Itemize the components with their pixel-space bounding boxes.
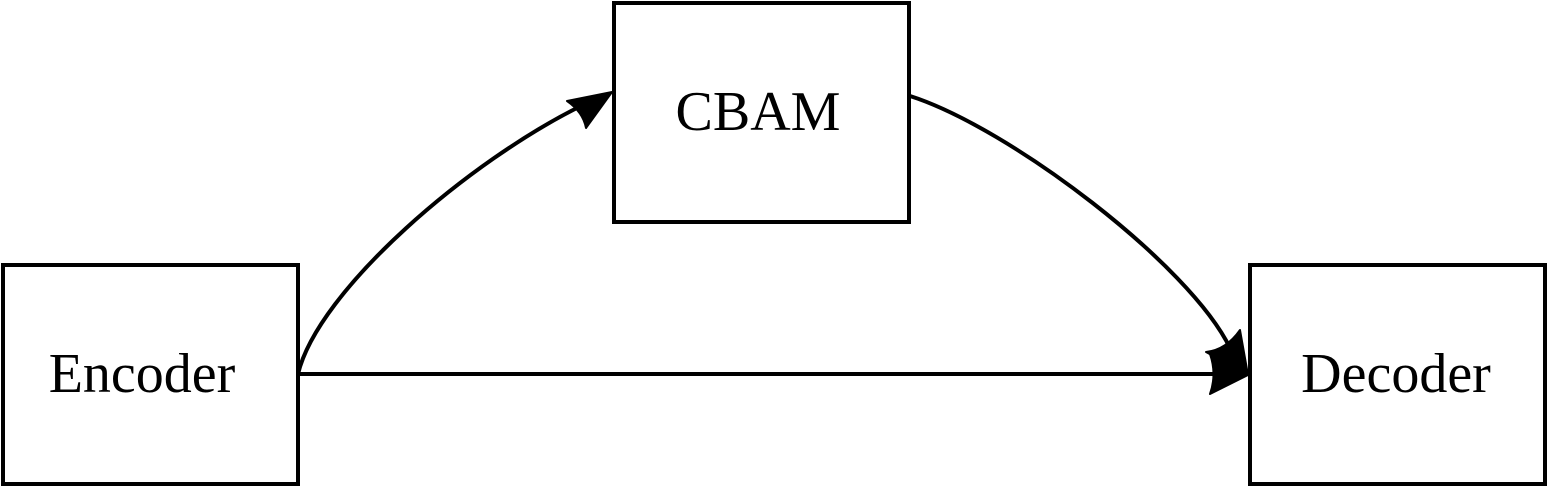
node-encoder: Encoder (1, 263, 300, 486)
edge-encoder-to-decoder-arrowhead (1209, 353, 1251, 395)
edge-cbam-to-decoder (909, 94, 1249, 376)
edge-cbam-to-decoder-arrowhead (1205, 329, 1249, 376)
node-encoder-box (1, 263, 300, 486)
node-cbam: CBAM (612, 1, 911, 224)
node-cbam-label: CBAM (676, 81, 841, 143)
edge-encoder-to-cbam (296, 91, 613, 375)
edge-encoder-to-decoder (298, 353, 1251, 395)
node-decoder-label: Decoder (1301, 343, 1491, 405)
edge-encoder-to-cbam-arrowhead (566, 91, 613, 129)
node-cbam-box (612, 1, 911, 224)
node-encoder-label: Encoder (49, 343, 236, 405)
edge-cbam-to-decoder-line (909, 94, 1232, 349)
edge-encoder-to-cbam-line (296, 103, 584, 375)
node-decoder-box (1248, 263, 1547, 486)
node-decoder: Decoder (1248, 263, 1547, 486)
